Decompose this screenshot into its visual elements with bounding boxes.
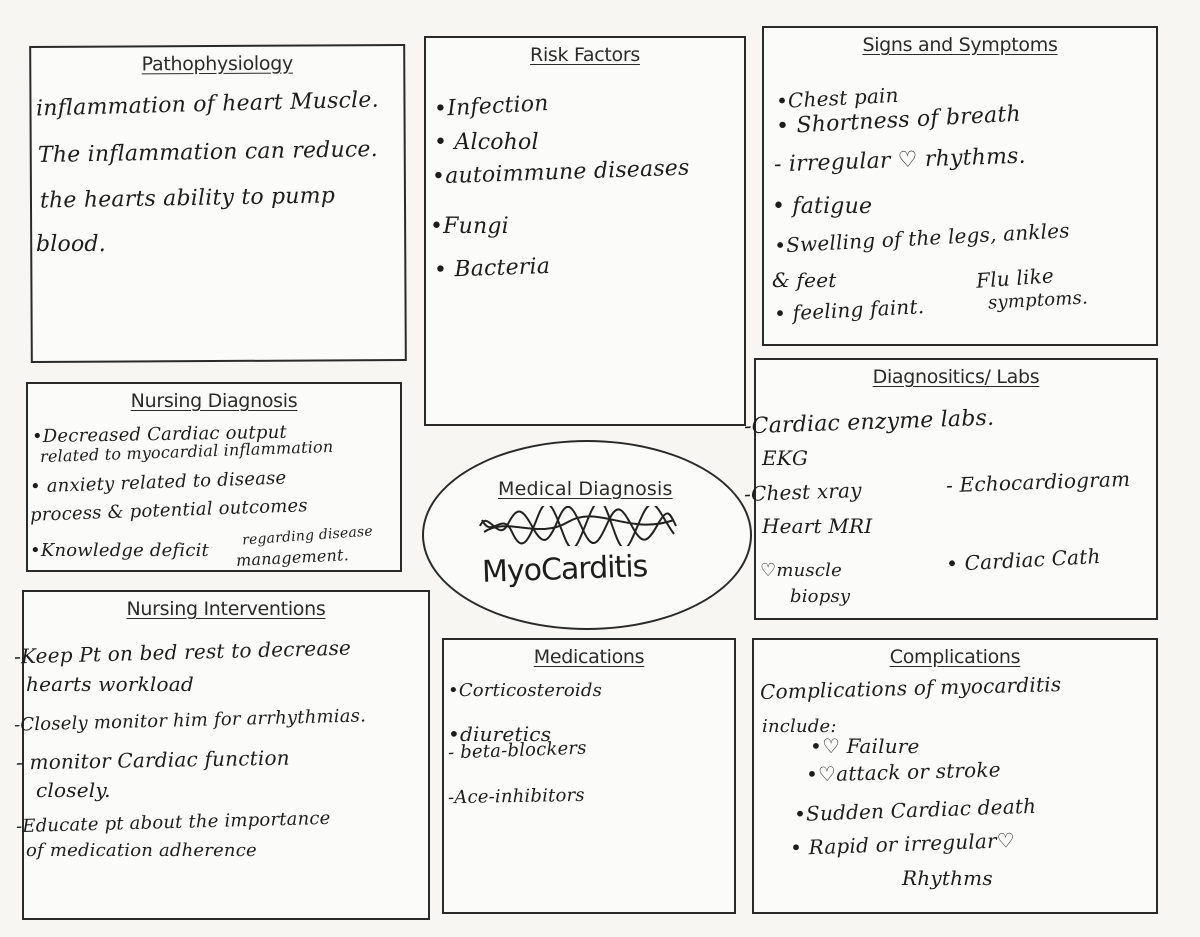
symptom-item-6: & feet — [772, 268, 837, 292]
crossed-out-scribble — [479, 506, 677, 546]
patho-line-4: blood. — [36, 232, 106, 257]
risk-item-4: •Fungi — [430, 214, 509, 239]
intervention-line-7: of medication adherence — [26, 840, 257, 861]
intervention-line-4: - monitor Cardiac function — [15, 745, 290, 775]
risk-item-5: • Bacteria — [433, 253, 551, 284]
diagnostics-labs-title: Diagnositics/ Labs — [872, 366, 1040, 388]
nursing-diagnosis-title: Nursing Diagnosis — [130, 390, 298, 412]
lab-item-5: Heart MRI — [762, 514, 873, 538]
risk-item-2: • Alcohol — [434, 130, 539, 155]
signs-symptoms-box: Signs and Symptoms — [762, 26, 1158, 346]
risk-factors-title: Risk Factors — [530, 44, 640, 66]
complication-line-2: include: — [762, 716, 837, 737]
complication-line-4: •♡attack or stroke — [805, 757, 1002, 787]
nursing-interventions-title: Nursing Interventions — [126, 598, 326, 620]
lab-item-2: EKG — [762, 446, 809, 470]
complications-title: Complications — [889, 646, 1021, 668]
medications-title: Medications — [533, 646, 645, 668]
medical-diagnosis-ellipse — [422, 440, 752, 630]
medication-item-1: •Corticosteroids — [448, 680, 603, 701]
intervention-line-5: closely. — [36, 778, 111, 802]
nursing-diagnosis-box: Nursing Diagnosis — [26, 382, 402, 572]
complication-line-7: Rhythms — [902, 866, 993, 890]
intervention-line-2: hearts workload — [26, 672, 194, 696]
signs-symptoms-title: Signs and Symptoms — [862, 34, 1058, 56]
complication-line-3: •♡ Failure — [810, 734, 920, 758]
medication-item-4: -Ace-inhibitors — [447, 784, 585, 809]
lab-item-3: -Chest xray — [743, 477, 863, 507]
medication-item-2: •diuretics — [448, 722, 552, 746]
lab-item-7: biopsy — [790, 586, 851, 607]
complications-box: Complications — [752, 638, 1158, 914]
nursing-dx-line-5: •Knowledge deficit — [30, 540, 209, 561]
patho-line-3: the hearts ability to pump — [39, 183, 336, 214]
medications-box: Medications — [442, 638, 736, 914]
risk-factors-box: Risk Factors — [424, 36, 746, 426]
nursing-interventions-box: Nursing Interventions — [22, 590, 430, 920]
diagnostics-labs-box: Diagnositics/ Labs — [754, 358, 1158, 620]
medical-diagnosis-value: MyoCarditis — [481, 549, 648, 590]
medical-diagnosis-title: Medical Diagnosis — [498, 478, 673, 500]
pathophysiology-title: Pathophysiology — [141, 52, 293, 76]
lab-item-6: ♡muscle — [760, 560, 842, 581]
symptom-item-4: • fatigue — [772, 194, 873, 219]
